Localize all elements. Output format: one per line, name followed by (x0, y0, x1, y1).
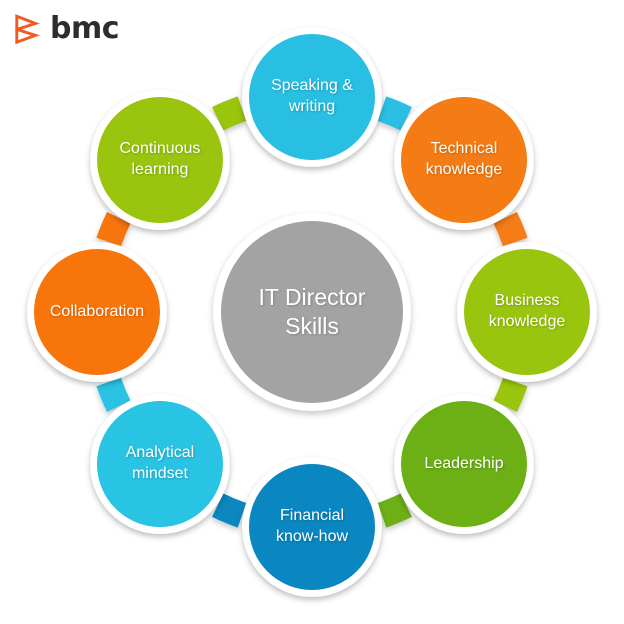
bmc-logo-icon (15, 14, 40, 45)
skill-node-line-1: Financial (279, 507, 345, 525)
arc-speaking-to-technical (377, 96, 412, 131)
skill-node-line-2: knowledge (425, 160, 503, 178)
skill-node-line-2: knowledge (488, 313, 566, 330)
skill-node-label: Continuous learning (111, 139, 208, 181)
skill-node-label: Business knowledge (481, 291, 574, 333)
skill-node-label: Collaboration (42, 302, 152, 323)
skill-node-line-1: Speaking & (271, 77, 353, 95)
skill-node-speaking-writing[interactable]: Speaking & writing (242, 27, 382, 167)
skill-node-line-1: Leadership (424, 454, 504, 472)
bmc-logo: bmc (10, 8, 180, 50)
skill-node-line-1: Collaboration (49, 302, 145, 320)
arc-business-to-leadership (493, 377, 528, 412)
skill-node-continuous-learning[interactable]: Continuous learning (89, 89, 230, 230)
skill-node-label: Leadership (416, 454, 511, 475)
center-hub-line-2: Skills (285, 313, 339, 339)
skill-node-financial-know-how[interactable]: Financial know-how (242, 457, 382, 597)
skill-node-line-1: Technical (430, 140, 498, 158)
arc-analytical-to-collab (96, 377, 131, 412)
skill-node-line-2: learning (131, 160, 189, 178)
skill-node-line-2: mindset (131, 465, 188, 483)
skill-node-line-1: Continuous (119, 140, 201, 158)
skill-node-line-2: writing (288, 98, 336, 115)
skill-node-label: Analytical mindset (118, 443, 202, 485)
skill-node-business-knowledge[interactable]: Business knowledge (457, 242, 597, 382)
skill-node-analytical-mindset[interactable]: Analytical mindset (89, 394, 230, 535)
arc-continuous-to-speaking (212, 96, 247, 131)
skill-node-line-1: Business (494, 292, 560, 310)
skill-node-label: Financial know-how (268, 506, 356, 548)
skill-node-line-1: Analytical (125, 444, 195, 462)
bmc-wordmark: bmc (50, 11, 120, 46)
skill-node-line-2: know-how (275, 528, 349, 545)
center-hub-label: IT Director Skills (259, 283, 366, 341)
skill-node-label: Technical knowledge (418, 139, 511, 181)
skill-node-label: Speaking & writing (263, 76, 361, 118)
arc-collab-to-continuous (96, 212, 131, 247)
skill-node-collaboration[interactable]: Collaboration (27, 242, 167, 382)
center-hub-it-director-skills: IT Director Skills (213, 213, 411, 411)
skill-node-technical-knowledge[interactable]: Technical knowledge (394, 89, 535, 230)
arc-financial-to-analytical (212, 493, 247, 528)
arc-technical-to-business (493, 212, 528, 247)
center-hub-line-1: IT Director (258, 284, 366, 311)
arc-leadership-to-financial (377, 493, 412, 528)
skill-node-leadership[interactable]: Leadership (394, 394, 535, 535)
